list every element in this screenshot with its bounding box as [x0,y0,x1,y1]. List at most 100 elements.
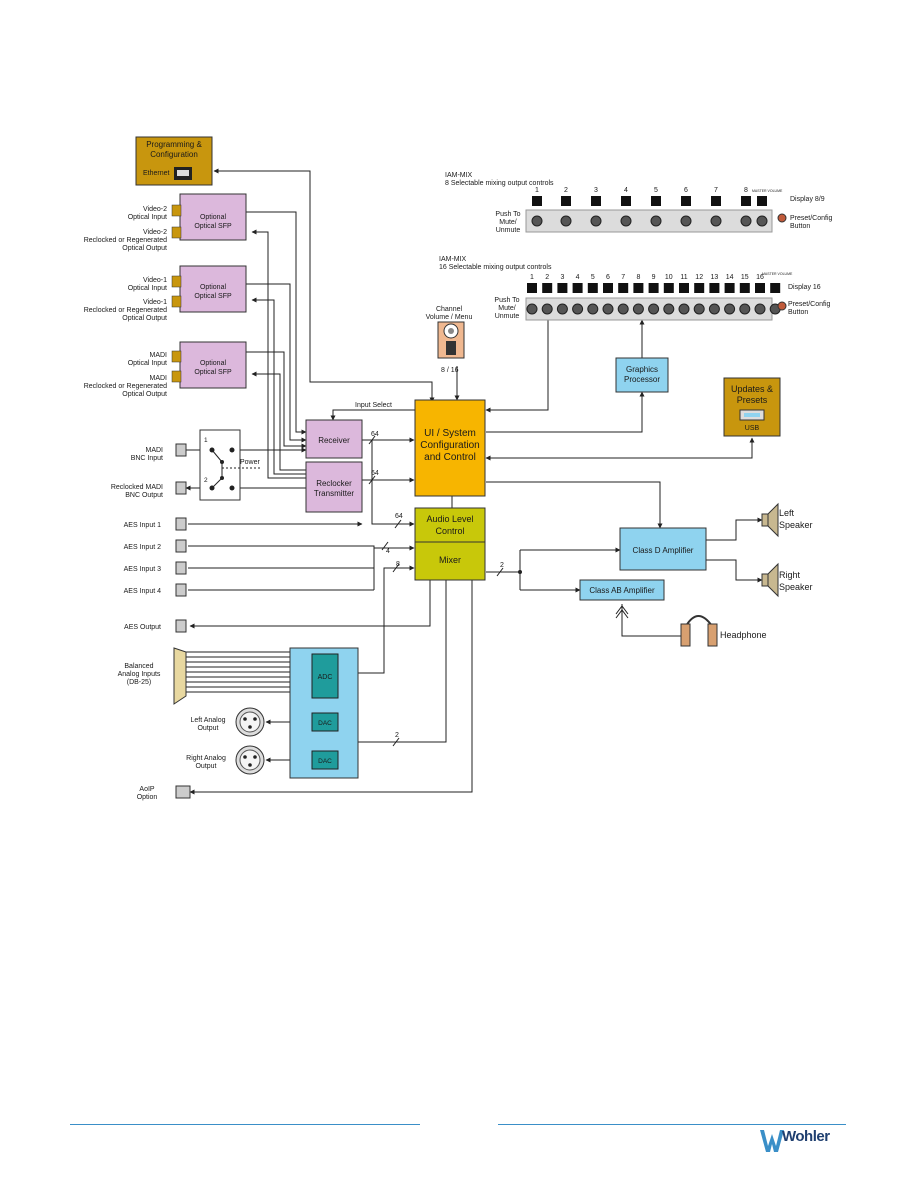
iam16-mute-button [617,303,629,315]
sfp-label: MADI [150,352,168,359]
iam16-display [755,283,765,293]
sfp-label: Video-2 [143,229,167,236]
left-speaker-label: Left [779,508,795,518]
iam8-display [757,196,767,206]
sfp-label: Optical Input [128,214,167,221]
ui-system-block: UI / System Configuration and Control [414,399,486,497]
iam16-display [618,283,629,293]
madi-bnc-label: Reclocked MADI [111,484,163,491]
iam8-display [561,196,571,206]
svg-text:Configuration: Configuration [420,440,479,451]
svg-text:Optical SFP: Optical SFP [194,293,232,300]
iam8-mute-button [590,215,602,227]
iam16-channel-number: 16 [756,274,764,281]
iam16-preset-button [777,301,787,311]
iam16-display [527,283,537,293]
svg-text:Graphics: Graphics [626,365,658,374]
sfp-label: Reclocked or Regenerated [84,307,167,314]
iam8-preset-label: Button [790,223,810,230]
input-select-label: Input Select [355,402,392,409]
bus-label: 2 [500,562,504,569]
aes-output-label: AES Output [124,624,161,631]
right-speaker-label: Speaker [779,582,813,592]
balanced-inputs-label: Balanced [124,663,153,670]
bnc-connector-icon [175,443,187,457]
svg-text:Power: Power [240,459,261,466]
bus-label: 4 [386,548,390,555]
svg-text:Reclocker: Reclocker [316,479,352,488]
bnc-connector-icon [175,481,187,495]
svg-text:ADC: ADC [318,674,333,681]
iam16-channel-number: 7 [621,274,625,281]
iam16-mute-button [541,303,553,315]
iam16-preset-label: Button [788,309,808,316]
iam16-channel-number: 3 [560,274,564,281]
svg-text:Configuration: Configuration [150,150,198,159]
madi-bnc-label: BNC Input [131,455,163,462]
iam16-display [587,283,598,293]
iam16-mute-button [739,303,751,315]
iam16-display [648,283,659,293]
iam8-channel-number: 8 [744,187,748,194]
sfp-video2: Optional Optical SFP [171,193,247,241]
iam16-subtitle: 16 Selectable mixing output controls [439,264,552,271]
svg-text:Mixer: Mixer [439,555,461,565]
left-analog-label: Left Analog [190,717,225,724]
svg-text:Ethernet: Ethernet [143,170,170,177]
aes-input-2-label: AES Input 2 [124,544,161,551]
iam8-display [681,196,691,206]
iam8-master-label: MASTER VOLUME [752,189,783,193]
iam16-title: IAM-MIX [439,256,467,263]
svg-text:and Control: and Control [424,452,476,463]
svg-text:1: 1 [204,437,208,444]
iam16-display [739,283,750,293]
channel-label: Volume / Menu [426,314,473,321]
iam8-button-strip [525,209,773,233]
sfp-label: Optical Input [128,285,167,292]
aes-connectors [175,517,187,633]
iam16-channel-number: 11 [680,274,687,281]
iam8-displays [532,196,767,206]
iam16-channel-number: 10 [665,274,673,281]
svg-text:Updates &: Updates & [731,384,773,394]
iam8-channel-number: 5 [654,187,658,194]
bus-label: 8 / 16 [441,367,459,374]
iam16-buttons [526,303,781,315]
aes-input-1-label: AES Input 1 [124,522,161,529]
iam16-channel-number: 6 [606,274,610,281]
iam8-mute-button [560,215,572,227]
class-d-amplifier-block: Class D Amplifier [619,527,707,571]
svg-text:Optional: Optional [200,284,227,291]
iam16-display-label: Display 16 [788,284,821,291]
iam8-mute-button [710,215,722,227]
svg-text:Control: Control [435,526,464,536]
sfp-label: Optical Output [122,245,167,252]
iam16-mute-button [708,303,720,315]
footer-rule-left [70,1124,420,1125]
right-analog-label: Output [195,763,216,770]
sfp-label: Video-1 [143,299,167,306]
iam16-display [709,283,720,293]
svg-text:Class D Amplifier: Class D Amplifier [633,546,694,555]
iam8-mute-button [531,215,543,227]
updates-presets-block: Updates & Presets USB [723,377,781,437]
iam8-display [741,196,751,206]
iam8-display-label: Display 8/9 [790,196,825,203]
iam16-channel-number: 2 [545,274,549,281]
class-ab-amplifier-block: Class AB Amplifier [579,579,665,601]
iam16-mute-button [724,303,736,315]
svg-text:DAC: DAC [318,720,332,727]
iam8-mute-button [756,215,768,227]
reclocker-transmitter-block: Reclocker Transmitter [305,461,363,513]
svg-text:Class AB Amplifier: Class AB Amplifier [589,586,655,595]
mixer-block: Audio Level Control Mixer [414,507,486,581]
svg-text:Processor: Processor [624,375,660,384]
sfp-madi: Optional Optical SFP [171,341,247,389]
programming-config-block: Programming & Configuration Ethernet [135,136,213,186]
svg-text:Receiver: Receiver [318,436,350,445]
right-speaker-label: Right [779,570,801,580]
sfp-label: Reclocked or Regenerated [84,237,167,244]
